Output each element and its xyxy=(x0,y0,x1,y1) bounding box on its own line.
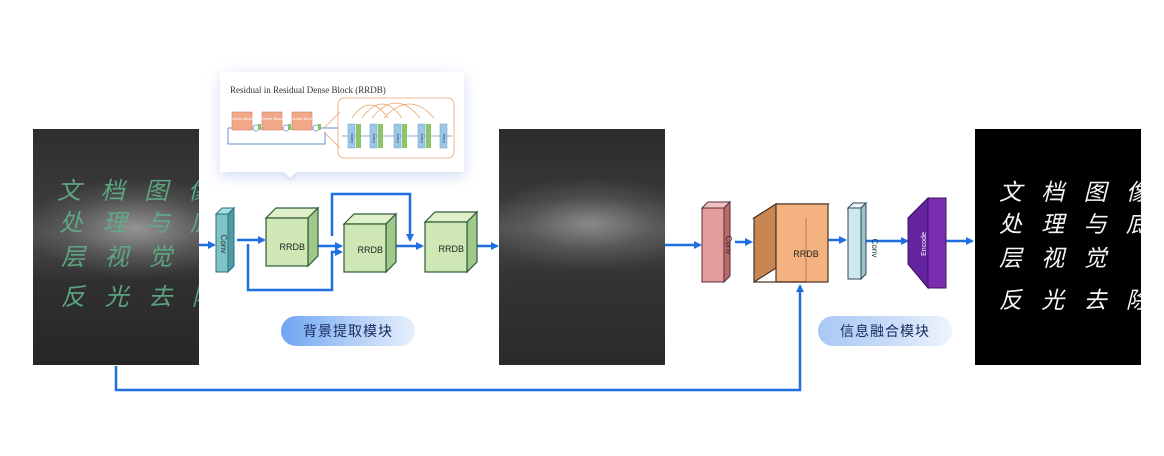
background-image xyxy=(499,129,665,365)
svg-text:Dense Block: Dense Block xyxy=(231,116,253,121)
inset-dense-block-1: Dense Block xyxy=(231,111,253,131)
output-text-line-1: 文 档 图 像 xyxy=(999,180,1141,206)
inset-scale-marker xyxy=(258,124,261,130)
svg-text:Conv: Conv xyxy=(349,134,354,143)
inset-conv-5: Conv xyxy=(439,123,448,149)
inset-conv-2: Conv xyxy=(369,123,378,149)
rrdb-block-4-label: RRDB xyxy=(793,249,819,259)
info-fusion-module-label: 信息融合模块 xyxy=(818,316,952,346)
conv-block-2: Conv xyxy=(700,200,733,284)
arrow-skip-rrdb1 xyxy=(246,244,343,292)
output-text-line-4: 反 光 去 除 xyxy=(999,288,1141,314)
output-document-image: 文 档 图 像 处 理 与 底 层 视 觉 反 光 去 除 xyxy=(975,129,1141,365)
rrdb-block-1-label: RRDB xyxy=(279,242,305,252)
inset-expanded-dense-block xyxy=(337,97,455,159)
inset-dense-connections xyxy=(351,102,435,119)
arrow-skip-rrdb2 xyxy=(330,192,414,242)
output-text-line-3: 层 视 觉 xyxy=(999,246,1113,272)
inset-zoom-line xyxy=(323,111,341,129)
rrdb-block-3: RRDB xyxy=(423,210,479,274)
input-text-line-2: 处 理 与 底 xyxy=(59,209,199,237)
inset-zoom-line xyxy=(323,131,341,149)
rrdb-block-3-label: RRDB xyxy=(438,244,464,254)
encode-block: Encode xyxy=(907,196,947,290)
inset-title: Residual in Residual Dense Block (RRDB) xyxy=(230,85,386,95)
inset-lrelu-3 xyxy=(402,124,407,148)
inset-scale-marker xyxy=(318,124,321,130)
conv-block-1-label: Conv xyxy=(219,235,228,254)
inset-lrelu-4 xyxy=(426,124,431,148)
svg-text:Conv: Conv xyxy=(395,134,400,143)
conv-block-2-label: Conv xyxy=(724,236,733,255)
inset-conv-4: Conv xyxy=(417,123,426,149)
input-text-line-3: 层 视 觉 xyxy=(61,243,179,271)
svg-text:Conv: Conv xyxy=(371,134,376,143)
inset-conv-1: Conv xyxy=(347,123,356,149)
output-text-line-2: 处 理 与 底 xyxy=(999,212,1141,238)
input-text-line-1: 文 档 图 像 xyxy=(57,177,199,205)
rrdb-block-2-label: RRDB xyxy=(357,245,383,255)
svg-text:Conv: Conv xyxy=(419,134,424,143)
inset-conv-3: Conv xyxy=(393,123,402,149)
conv-block-3: Conv xyxy=(846,201,879,281)
inset-lrelu-2 xyxy=(378,124,383,148)
encode-block-label: Encode xyxy=(921,232,928,256)
rrdb-block-4: RRDB xyxy=(751,202,831,284)
inset-dense-block-2: Dense Block xyxy=(261,111,283,131)
background-extraction-module-label: 背景提取模块 xyxy=(281,316,415,346)
input-text-line-4: 反 光 去 除 xyxy=(61,283,199,311)
rrdb-inset-panel: Residual in Residual Dense Block (RRDB) … xyxy=(220,72,464,172)
rrdb-block-2: RRDB xyxy=(342,212,398,274)
inset-schematic: Dense Block Dense Block Dense Block Conv xyxy=(227,97,455,159)
input-document-image: 文 档 图 像 处 理 与 底 层 视 觉 反 光 去 除 xyxy=(33,129,199,365)
rrdb-block-1: RRDB xyxy=(264,206,320,268)
conv-block-1: Conv xyxy=(214,206,236,274)
arrow-input-to-fusion xyxy=(114,284,804,392)
inset-pointer xyxy=(284,172,296,178)
svg-text:Conv: Conv xyxy=(441,134,446,143)
inset-dense-block-3: Dense Block xyxy=(291,111,313,131)
inset-lrelu-1 xyxy=(356,124,361,148)
svg-text:Dense Block: Dense Block xyxy=(291,116,313,121)
svg-text:Dense Block: Dense Block xyxy=(261,116,283,121)
conv-block-3-label: Conv xyxy=(870,239,879,258)
inset-skip-line xyxy=(227,128,326,145)
inset-scale-marker xyxy=(288,124,291,130)
